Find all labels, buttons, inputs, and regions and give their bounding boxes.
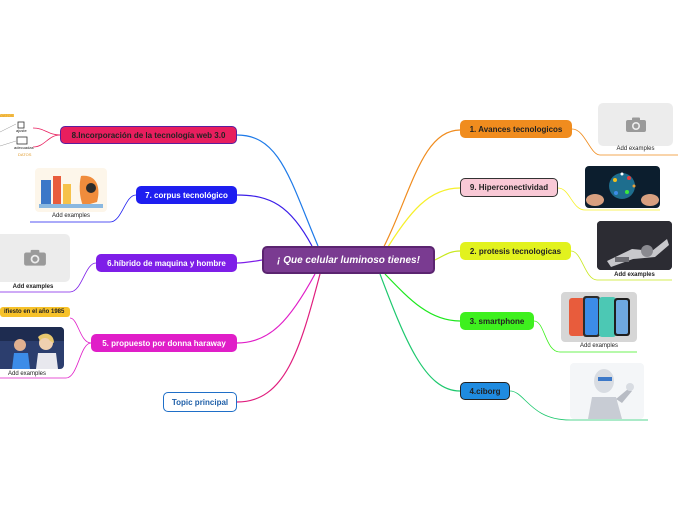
callout-manifiesto[interactable]: ifiesto en el año 1985 xyxy=(0,307,70,317)
central-topic[interactable]: ¡ Que celular luminoso tienes! xyxy=(262,246,435,274)
image-ciborg xyxy=(570,363,644,419)
image-smartphone xyxy=(561,292,637,342)
topic-hiperconectividad[interactable]: 9. Hiperconectividad xyxy=(460,178,558,197)
web3-label-1: DATOS xyxy=(0,113,14,118)
topic-protesis-tecnologicas[interactable]: 2. protesis tecnologicas xyxy=(460,242,571,260)
caption-corpus: Add examples xyxy=(51,213,91,219)
topic-donna-haraway[interactable]: 5. propuesto por donna haraway xyxy=(91,334,237,352)
topic-smartphone[interactable]: 3. smartphone xyxy=(460,312,534,330)
caption-smartphone: Add examples xyxy=(579,343,619,349)
caption-hibrido: Add examples xyxy=(12,284,54,290)
web3-label-3: adecuadas xyxy=(14,145,34,150)
topic-hibrido-maquina-hombre[interactable]: 6.híbrido de maquina y hombre xyxy=(96,254,237,272)
image-web3-diagram xyxy=(0,112,33,158)
caption-protesis: Add examples xyxy=(614,272,655,278)
topic-principal[interactable]: Topic principal xyxy=(163,392,237,412)
image-placeholder-hibrido[interactable] xyxy=(0,234,70,282)
camera-icon xyxy=(625,117,646,132)
image-protesis xyxy=(597,221,672,270)
topic-ciborg[interactable]: 4.ciborg xyxy=(460,382,510,400)
caption-avances: Add examples xyxy=(616,146,655,152)
topic-corpus-tecnologico[interactable]: 7. corpus tecnológico xyxy=(136,186,237,204)
camera-icon xyxy=(24,249,46,266)
topic-web3[interactable]: 8.Incorporación de la tecnología web 3.0 xyxy=(60,126,237,144)
image-corpus xyxy=(35,168,107,212)
web3-label-2: ajuste xyxy=(16,128,27,133)
image-hiperconectividad xyxy=(585,166,660,208)
image-placeholder-avances[interactable] xyxy=(598,103,673,146)
image-haraway xyxy=(0,327,64,369)
web3-label-4: DATOS xyxy=(18,152,32,157)
caption-haraway: Add examples xyxy=(7,371,47,377)
topic-avances-tecnologicos[interactable]: 1. Avances tecnologicos xyxy=(460,120,572,138)
